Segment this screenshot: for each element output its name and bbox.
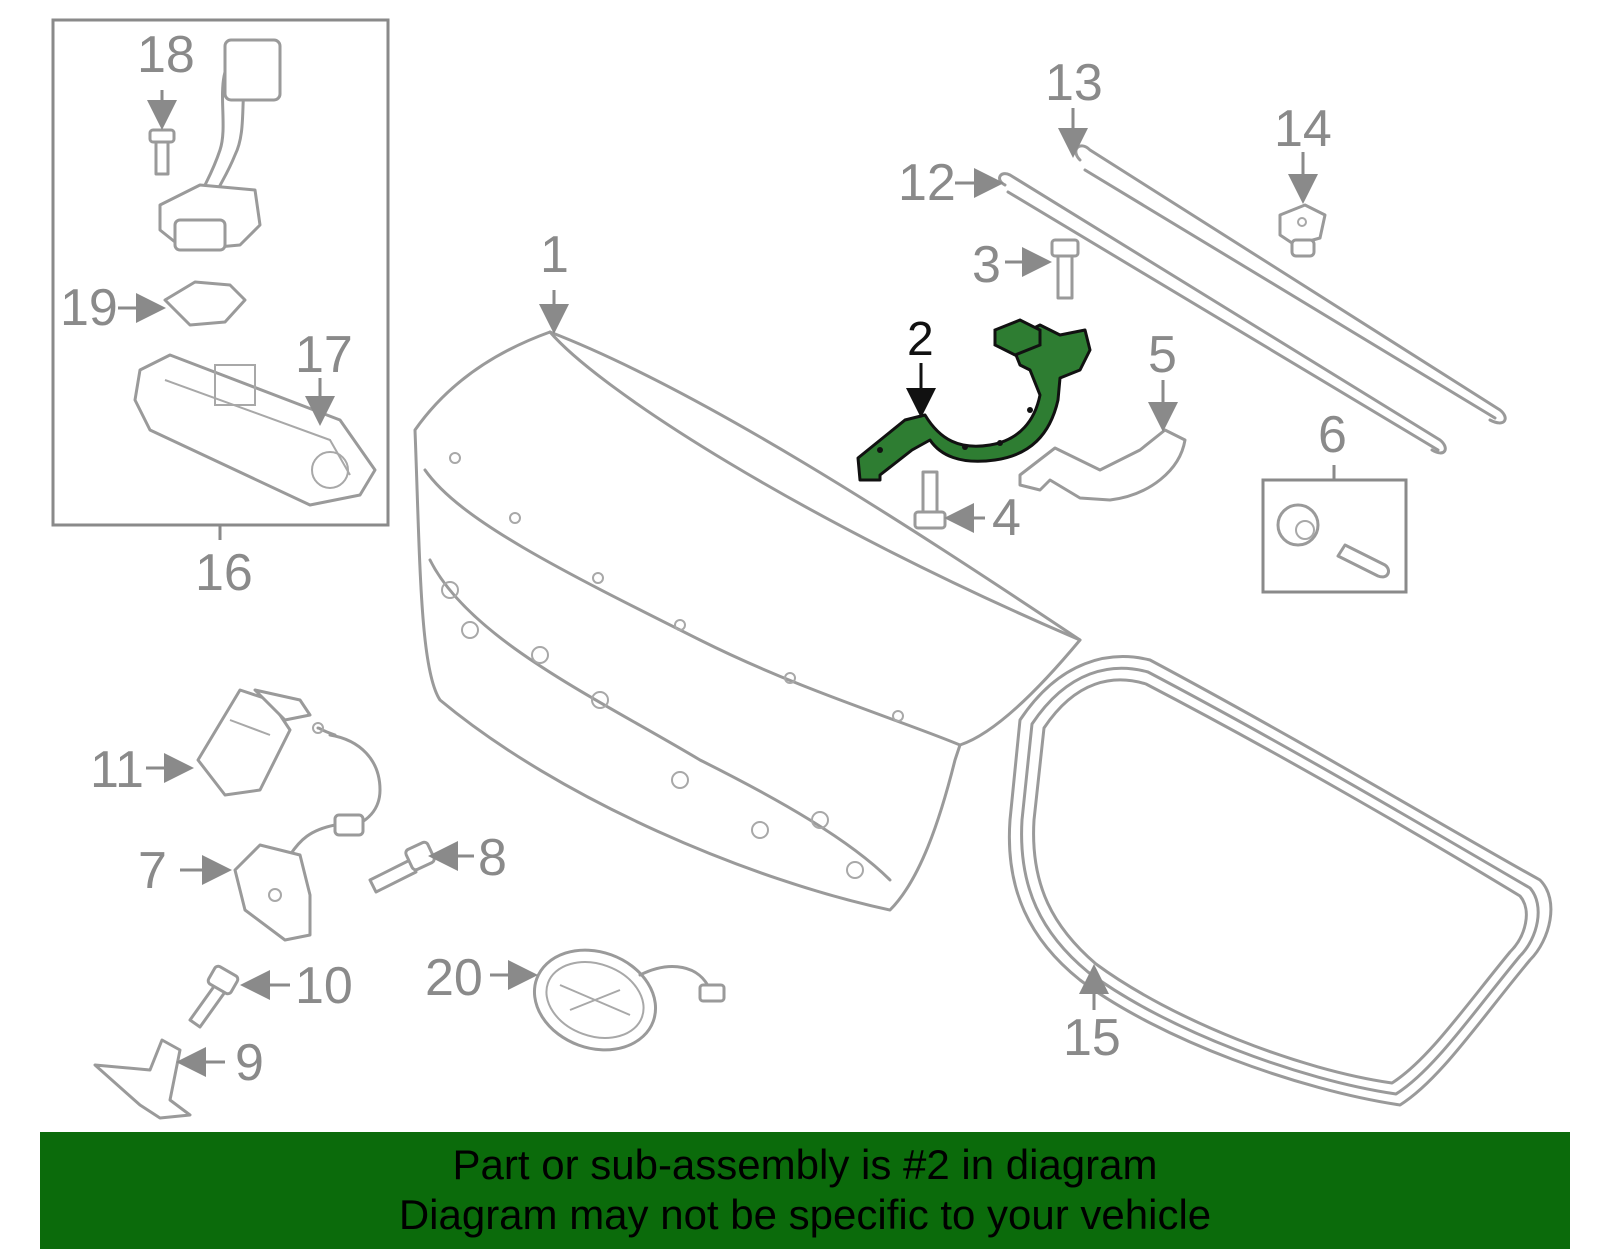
banner-line-1: Part or sub-assembly is #2 in diagram: [452, 1141, 1158, 1188]
callout-20: 20: [425, 949, 483, 1007]
callout-2: 2: [907, 313, 934, 366]
part-14-clip: [1278, 203, 1327, 258]
part-4-bolt: [913, 470, 947, 530]
part-5-bracket: [1018, 428, 1187, 502]
part-10-bolt: [188, 964, 240, 1029]
part-18-screw: [148, 128, 176, 176]
part-8-bolt: [368, 840, 436, 894]
callout-9: 9: [235, 1034, 264, 1092]
callout-16: 16: [195, 544, 253, 602]
callout-6: 6: [1318, 406, 1347, 464]
info-banner: Part or sub-assembly is #2 in diagram Di…: [40, 1132, 1570, 1249]
callout-13: 13: [1045, 54, 1103, 112]
callout-14: 14: [1274, 100, 1332, 158]
part-19-gasket: [163, 280, 247, 327]
part-1-trunk-lid: [413, 330, 1082, 912]
part-3-bolt: [1050, 238, 1080, 300]
callout-7: 7: [138, 842, 167, 900]
callout-12: 12: [898, 154, 956, 212]
callout-1: 1: [540, 226, 569, 284]
part-17-lamp-housing: [133, 353, 377, 507]
part-12-torsion-rod: [998, 172, 1447, 455]
banner-line-2: Diagram may not be specific to your vehi…: [398, 1191, 1212, 1238]
callout-10: 10: [295, 957, 353, 1015]
callout-19: 19: [60, 279, 118, 337]
callout-17: 17: [295, 326, 353, 384]
part-7-latch: [233, 722, 382, 942]
callout-11: 11: [90, 741, 144, 799]
part-9-bracket: [93, 1038, 192, 1120]
callout-15: 15: [1063, 1009, 1121, 1067]
part-2-hinge-highlighted: [856, 318, 1092, 482]
callout-18: 18: [137, 26, 195, 84]
part-13-torsion-rod: [1074, 144, 1507, 425]
callout-3: 3: [972, 236, 1001, 294]
callout-4: 4: [992, 489, 1021, 547]
callout-5: 5: [1148, 326, 1177, 384]
part-6-bumper: [1276, 503, 1390, 579]
callout-8: 8: [478, 829, 507, 887]
part-20-emblem: [532, 948, 726, 1052]
part-16-lamp-harness: [158, 38, 282, 252]
part-11-actuator: [196, 688, 312, 797]
